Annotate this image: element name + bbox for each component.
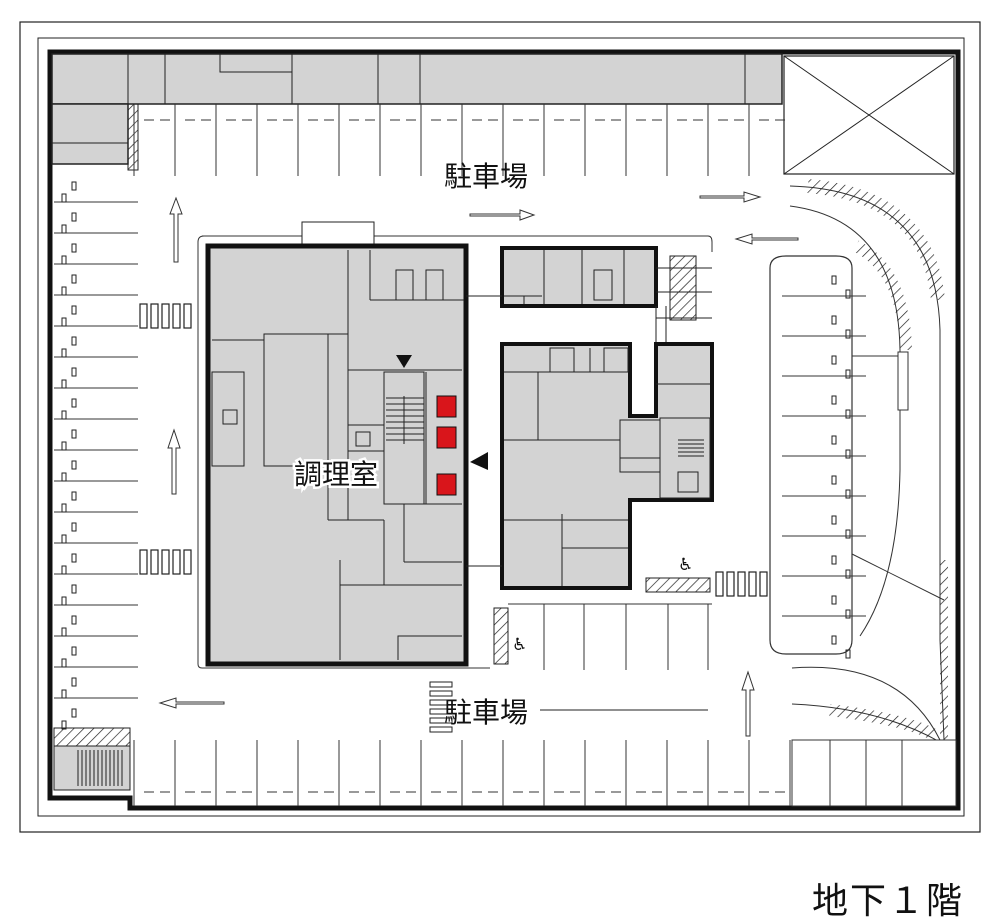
- parking-label-bottom: 駐車場: [444, 696, 528, 729]
- wheel-stop-marks: [61, 181, 851, 730]
- wheelchair-icon: ♿: [512, 635, 527, 655]
- parking-stalls-top: [133, 104, 785, 176]
- room-block-lower: [466, 342, 714, 590]
- red-equipment: [436, 395, 457, 496]
- building-wall: [47, 49, 961, 811]
- parking-stalls-bottom: [133, 740, 791, 806]
- kitchen-label: 調理室: [294, 458, 378, 491]
- inner-frame: [37, 37, 965, 817]
- entry-marker-icon: [396, 355, 412, 368]
- parking-stalls-left: [54, 201, 138, 699]
- accessible-parking: ♿ ♿: [493, 555, 712, 670]
- floor-plan: ♿ ♿ 駐車場: [19, 21, 981, 833]
- ramp-area: [769, 179, 957, 807]
- crosswalks: [139, 303, 768, 597]
- wheel-stop-marks: [429, 681, 453, 733]
- island-notch: [301, 221, 375, 247]
- top-rooms: [51, 53, 783, 171]
- stairs-icon: [386, 396, 424, 444]
- wheelchair-icon: ♿: [678, 555, 693, 575]
- stairs-icon: [678, 439, 704, 457]
- parking-stalls-right: [782, 295, 866, 617]
- outer-frame: [19, 21, 981, 833]
- arrow-icon: [158, 191, 799, 737]
- entry-marker-icon: [470, 452, 488, 470]
- floor-caption: 地下１階: [812, 881, 965, 922]
- central-island-outline: [197, 235, 713, 669]
- void-top-right: [783, 55, 955, 175]
- stairs-bottom-left: [53, 727, 131, 791]
- hatch-ramp-icon: [669, 255, 697, 321]
- kitchen-block: [205, 243, 469, 667]
- room-block-upper: [466, 246, 712, 342]
- parking-label-top: 駐車場: [444, 160, 528, 193]
